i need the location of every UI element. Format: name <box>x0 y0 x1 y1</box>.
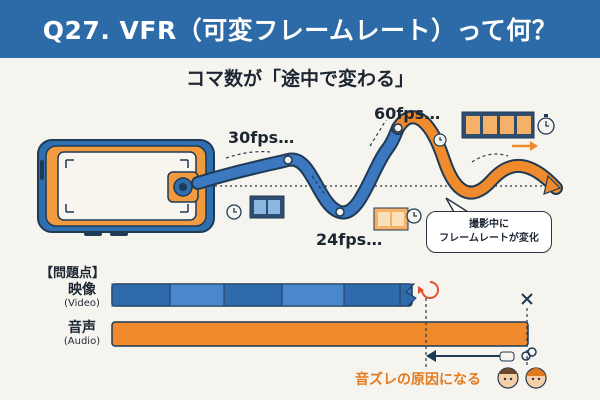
audio-track-label: 音声 (Audio) <box>52 321 112 349</box>
refresh-icon <box>418 281 439 299</box>
camera-lens-icon <box>167 171 199 203</box>
film-strip-icon-orange <box>373 207 409 231</box>
issues-heading: 【問題点】 <box>40 266 106 281</box>
clock-icon-1 <box>226 204 242 220</box>
vfr-callout: 撮影中に フレームレートが変化 <box>426 211 552 253</box>
page-title: Q27. VFR（可変フレームレート）って何？ <box>42 16 558 45</box>
wave-point-60fps <box>393 123 403 133</box>
small-orange-arrow-head <box>530 141 538 151</box>
fps-label-30: 30fps… <box>228 128 295 147</box>
video-label-sub: (Video) <box>64 298 100 309</box>
callout-tail <box>445 197 471 213</box>
film-strip-icon-top <box>461 111 535 139</box>
audio-label-main: 音声 <box>68 320 96 336</box>
motion-arrow-3 <box>369 119 387 147</box>
callout-line-1: 撮影中に <box>469 219 509 230</box>
fps-label-60: 60fps… <box>374 104 441 123</box>
callout-line-2: フレームレートが変化 <box>439 233 539 244</box>
clock-icon-3 <box>433 133 447 147</box>
confused-people-icon <box>497 351 547 389</box>
phone-icon <box>37 139 215 236</box>
fps-label-24: 24fps… <box>316 230 383 249</box>
motion-arrow-4 <box>471 153 509 163</box>
link-icon <box>521 347 537 361</box>
wave-point-24fps <box>335 207 345 217</box>
wave-arrow-head <box>543 174 562 195</box>
page-subtitle: コマ数が「途中で変わる」 <box>185 68 414 90</box>
close-x-icon <box>521 293 533 305</box>
video-track <box>111 283 417 307</box>
motion-arrow-2 <box>311 175 327 197</box>
clock-icon-2 <box>406 208 422 224</box>
video-label-main: 映像 <box>68 282 96 298</box>
title-banner: Q27. VFR（可変フレームレート）って何？ <box>0 0 600 58</box>
problem-text: 音ズレの原因になる <box>355 372 481 388</box>
film-strip-icon-blue <box>249 195 285 219</box>
desync-arrow-head <box>426 350 436 362</box>
wave-orange <box>393 112 561 198</box>
motion-arrow-1 <box>225 151 271 159</box>
audio-track <box>111 321 529 347</box>
stopwatch-icon <box>537 114 555 135</box>
wave-point-30fps <box>283 155 293 165</box>
video-track-label: 映像 (Video) <box>52 283 112 311</box>
audio-label-sub: (Audio) <box>63 336 101 347</box>
